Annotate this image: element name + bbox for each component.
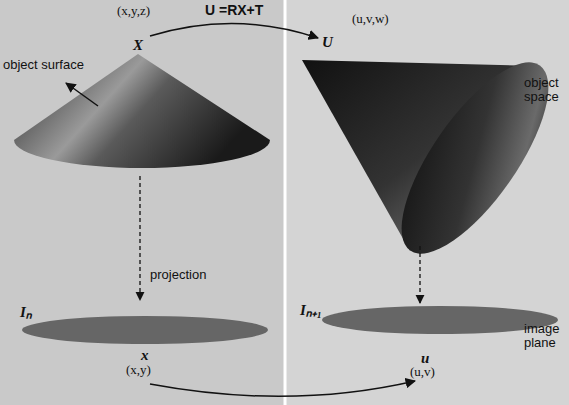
label: image plane <box>524 322 566 351</box>
label: projection <box>150 268 206 282</box>
label: Iₙ₊₁ <box>300 302 322 319</box>
projection-arrow <box>139 176 140 300</box>
left-panel <box>0 0 284 405</box>
label: object space <box>524 76 566 105</box>
label: (x,y) <box>126 363 151 377</box>
label: X <box>133 37 143 54</box>
image-ellipse <box>322 306 558 334</box>
label: object surface <box>3 58 84 72</box>
label: (u,v,w) <box>352 12 389 26</box>
projection-arrow <box>419 246 420 303</box>
transform-arc <box>150 23 318 38</box>
label: x <box>141 347 149 364</box>
label: Iₙ <box>20 304 32 321</box>
label: (u,v) <box>410 365 435 379</box>
label: (x,y,z) <box>117 4 150 18</box>
transform-arc <box>150 381 415 396</box>
label: U =RX+T <box>205 3 263 18</box>
leader-arrow <box>66 83 98 106</box>
divider <box>284 0 287 405</box>
tilted-cone <box>302 41 569 274</box>
image-ellipse <box>22 316 268 344</box>
label: U <box>322 34 333 51</box>
